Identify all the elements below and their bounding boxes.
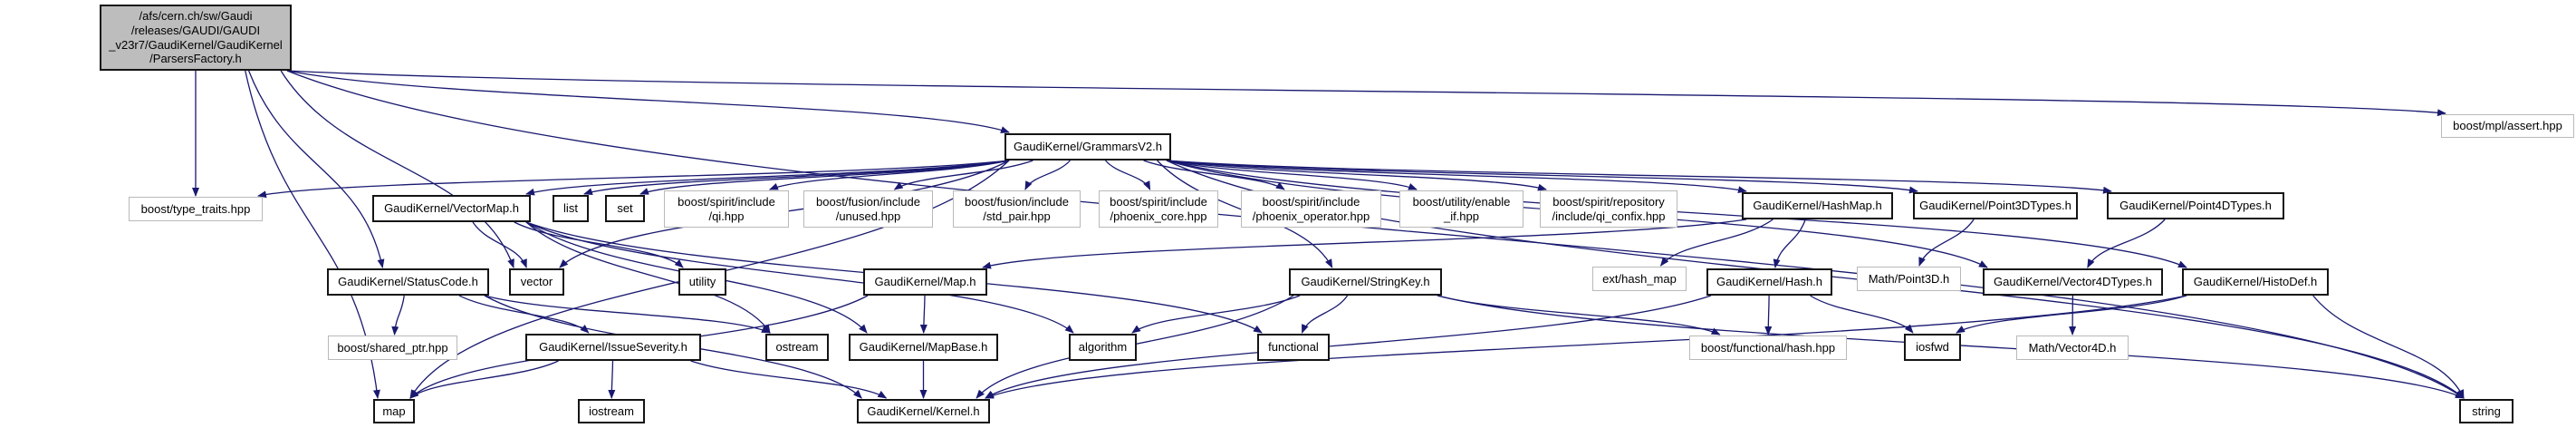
edge-root-to-string — [286, 70, 2465, 399]
edge-root-to-grammars — [286, 70, 1010, 133]
edge-hashmap-to-hash — [1773, 219, 1806, 268]
edge-grammars-to-point3dtypes — [1166, 160, 1918, 194]
graph-node-qi: boost/spirit/include /qi.hpp — [664, 190, 789, 228]
edge-hashmap-to-map_h — [982, 219, 1747, 269]
graph-node-point4dtypes[interactable]: GaudiKernel/Point4DTypes.h — [2107, 192, 2284, 219]
edge-vectormap-to-utility — [514, 221, 684, 268]
graph-node-histodef[interactable]: GaudiKernel/HistoDef.h — [2182, 268, 2329, 296]
graph-node-set[interactable]: set — [605, 195, 645, 222]
graph-node-grammars[interactable]: GaudiKernel/GrammarsV2.h — [1004, 133, 1171, 160]
edge-issueseverity-to-map — [409, 360, 559, 399]
graph-node-phoenix_operator: boost/spirit/include /phoenix_operator.h… — [1241, 190, 1381, 228]
graph-node-std_pair: boost/fusion/include /std_pair.hpp — [953, 190, 1081, 228]
edge-issueseverity-to-iostream — [608, 360, 616, 399]
graph-node-algorithm[interactable]: algorithm — [1069, 334, 1137, 361]
edge-hash-to-hash_hpp — [1764, 295, 1773, 336]
graph-node-vector[interactable]: vector — [509, 268, 564, 296]
edge-issueseverity-to-kernel — [690, 360, 888, 399]
graph-node-list[interactable]: list — [553, 195, 589, 222]
edge-root-to-vector — [280, 70, 514, 268]
edge-point4dtypes-to-vector4dtypes — [2087, 219, 2166, 268]
graph-node-type_traits: boost/type_traits.hpp — [129, 197, 263, 221]
graph-node-phoenix_core: boost/spirit/include /phoenix_core.hpp — [1099, 190, 1218, 228]
edge-grammars-to-point4dtypes — [1166, 160, 2112, 194]
edge-grammars-to-phoenix_operator — [1143, 160, 1285, 190]
edge-grammars-to-type_traits — [257, 160, 1010, 199]
graph-node-map_h[interactable]: GaudiKernel/Map.h — [863, 268, 987, 296]
graph-node-issueseverity[interactable]: GaudiKernel/IssueSeverity.h — [525, 334, 701, 361]
graph-node-statuscode[interactable]: GaudiKernel/StatusCode.h — [327, 268, 489, 296]
edge-grammars-to-phoenix_core — [1105, 160, 1151, 190]
edge-stringkey-to-string — [1437, 295, 2465, 399]
graph-node-iosfwd[interactable]: iosfwd — [1904, 334, 1961, 361]
graph-node-kernel[interactable]: GaudiKernel/Kernel.h — [857, 399, 990, 423]
graph-node-hash[interactable]: GaudiKernel/Hash.h — [1706, 268, 1832, 296]
graph-node-ostream[interactable]: ostream — [765, 334, 829, 361]
graph-node-hashmap[interactable]: GaudiKernel/HashMap.h — [1742, 192, 1893, 219]
edge-hashmap-to-ext_hash_map — [1659, 219, 1773, 267]
edge-statuscode-to-shared_ptr — [391, 295, 405, 336]
graph-node-utility[interactable]: utility — [678, 268, 726, 296]
edge-vectormap-to-algorithm — [525, 221, 1074, 334]
graph-node-vector4dtypes[interactable]: GaudiKernel/Vector4DTypes.h — [1983, 268, 2163, 296]
edge-statuscode-to-issueseverity — [458, 295, 590, 334]
edge-vectormap-to-vector — [472, 221, 527, 268]
graph-node-functional[interactable]: functional — [1257, 334, 1330, 361]
graph-node-math_vector4d: Math/Vector4D.h — [2016, 336, 2129, 360]
edge-stringkey-to-algorithm — [1131, 295, 1301, 334]
edge-grammars-to-std_pair — [1024, 160, 1071, 190]
edge-vectormap-to-ostream — [525, 221, 771, 334]
graph-node-math_point3d: Math/Point3D.h — [1857, 267, 1961, 291]
graph-node-root: /afs/cern.ch/sw/Gaudi /releases/GAUDI/GA… — [100, 5, 292, 71]
edge-histodef-to-string — [2312, 295, 2465, 399]
graph-node-string[interactable]: string — [2459, 399, 2514, 423]
edge-stringkey-to-functional — [1301, 295, 1349, 334]
edge-grammars-to-set — [639, 160, 1010, 195]
edge-grammars-to-qi — [768, 160, 1010, 190]
graph-node-vectormap[interactable]: GaudiKernel/VectorMap.h — [372, 195, 531, 222]
edge-grammars-to-hashmap — [1166, 160, 1747, 194]
edge-grammars-to-histodef — [1166, 160, 2187, 268]
edge-grammars-to-unused — [893, 160, 1033, 190]
graph-node-qi_confix: boost/spirit/repository /include/qi_conf… — [1540, 190, 1677, 228]
edge-histodef-to-kernel — [985, 295, 2187, 399]
edge-grammars-to-enable_if — [1166, 160, 1418, 190]
graph-node-enable_if: boost/utility/enable _if.hpp — [1399, 190, 1523, 228]
graph-node-iostream[interactable]: iostream — [578, 399, 645, 423]
graph-node-mapbase[interactable]: GaudiKernel/MapBase.h — [849, 334, 998, 361]
edge-point3dtypes-to-math_point3d — [1918, 219, 1975, 267]
graph-node-unused: boost/fusion/include /unused.hpp — [803, 190, 933, 228]
graph-node-ext_hash_map: ext/hash_map — [1592, 267, 1687, 291]
edge-grammars-to-qi_confix — [1166, 160, 1547, 191]
edge-grammars-to-vectormap — [525, 160, 1010, 196]
graph-node-hash_hpp: boost/functional/hash.hpp — [1689, 336, 1847, 360]
graph-node-mpl_assert: boost/mpl/assert.hpp — [2441, 114, 2574, 138]
edge-stringkey-to-hash_hpp — [1437, 295, 1721, 336]
graph-node-point3dtypes[interactable]: GaudiKernel/Point3DTypes.h — [1913, 192, 2078, 219]
graph-node-stringkey[interactable]: GaudiKernel/StringKey.h — [1289, 268, 1442, 296]
edge-map_h-to-mapbase — [919, 295, 928, 334]
edge-root-to-statuscode — [248, 70, 385, 268]
graph-node-shared_ptr: boost/shared_ptr.hpp — [328, 336, 457, 360]
graph-node-map[interactable]: map — [373, 399, 415, 423]
edge-statuscode-to-ostream — [484, 295, 771, 334]
edge-root-to-mpl_assert — [286, 70, 2446, 117]
